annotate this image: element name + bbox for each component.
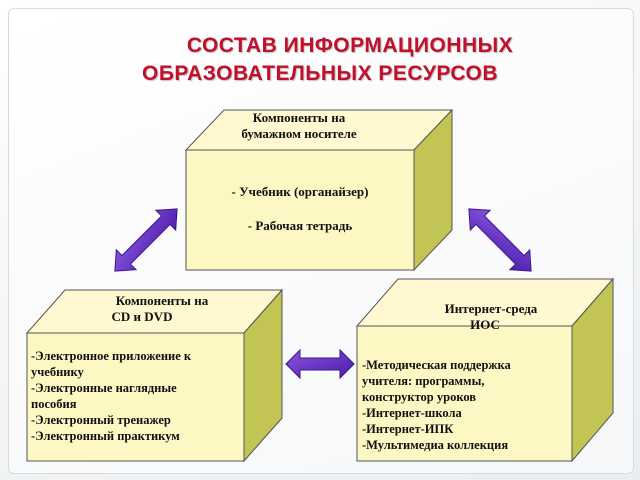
internet-box-header: Интернет-среда ИОС: [410, 301, 560, 333]
slide-title-line1: СОСТАВ ИНФОРМАЦИОННЫХ: [186, 34, 514, 57]
cd-box-header: Компоненты на CD и DVD: [78, 293, 246, 325]
internet-item: -Интернет-ИПК: [362, 422, 454, 436]
cd-item: пособия: [31, 397, 77, 411]
cd-box-header-line2: CD и DVD: [111, 309, 173, 324]
internet-item: -Интернет-школа: [362, 406, 462, 420]
paper-box-header: Компоненты на бумажном носителе: [214, 110, 384, 142]
cd-item: учебнику: [31, 365, 84, 379]
internet-item: учителя: программы,: [362, 374, 485, 388]
internet-box-front: [356, 325, 573, 462]
paper-box: [184, 108, 454, 272]
internet-box: [355, 277, 615, 463]
cd-box-front: [26, 332, 245, 462]
paper-box-items: - Учебник (органайзер) - Рабочая тетрадь: [186, 184, 414, 234]
internet-box-items: -Методическая поддержка учителя: програм…: [362, 357, 570, 453]
double-arrow-left-diagonal-icon: [114, 208, 178, 272]
cd-item: -Электронные наглядные: [31, 381, 177, 395]
cd-box: [25, 288, 284, 463]
cd-item: -Электронный тренажер: [31, 413, 171, 427]
paper-box-header-line2: бумажном носителе: [241, 126, 357, 141]
internet-box-header-line2: ИОС: [470, 317, 500, 332]
cd-box-items: -Электронное приложение к учебнику -Элек…: [31, 348, 243, 444]
paper-item-workbook: - Рабочая тетрадь: [247, 218, 353, 233]
internet-item: -Методическая поддержка: [362, 358, 511, 372]
slide-title-line2: ОБРАЗОВАТЕЛЬНЫХ РЕСУРСОВ: [141, 62, 499, 85]
paper-box-header-line1: Компоненты на: [252, 110, 346, 125]
cd-box-header-line1: Компоненты на: [115, 293, 209, 308]
internet-item: конструктор уроков: [362, 390, 477, 404]
double-arrow-right-diagonal-icon: [468, 208, 532, 272]
cd-item: -Электронное приложение к: [31, 349, 192, 363]
paper-item-textbook: - Учебник (органайзер): [231, 184, 369, 199]
internet-item: -Мультимедиа коллекция: [362, 438, 509, 452]
internet-box-header-line1: Интернет-среда: [444, 301, 538, 316]
paper-box-front: [185, 149, 415, 271]
double-arrow-horizontal-icon: [285, 348, 355, 380]
cd-item: -Электронный практикум: [31, 429, 180, 443]
